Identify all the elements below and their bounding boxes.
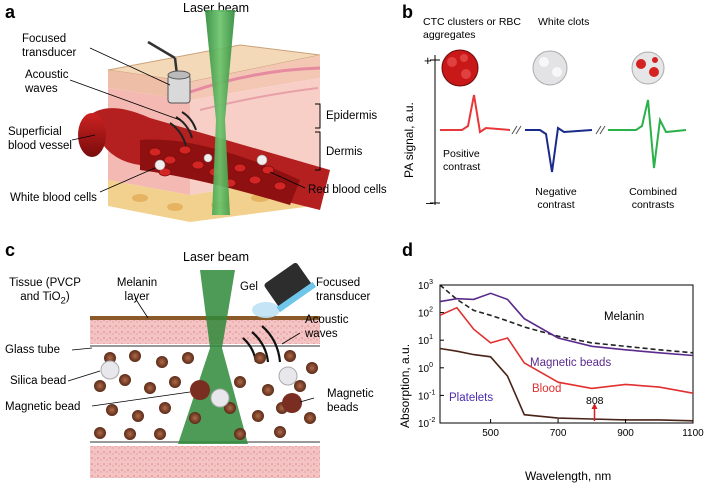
panel-c-tissue-label: Tissue (PVCP and TiO2) [9, 277, 81, 307]
positive-trace [440, 94, 511, 134]
panel-d-ylabel: Absorption, a.u. [398, 343, 412, 428]
panel-a-letter: a [5, 2, 16, 22]
panel-a-acoustic-label: Acoustic waves [25, 69, 69, 95]
magnetic-bead-group [94, 350, 318, 440]
panel-a-transducer-label: Focused transducer [22, 33, 77, 59]
x-tick-label: 700 [550, 428, 567, 439]
panel-b-ctc-label: CTC clusters or RBC aggregates [423, 16, 522, 41]
panel-d-blood-label: Blood [532, 383, 562, 395]
panel-b-minus: – [426, 195, 434, 210]
y-tick-label: 103 [418, 279, 433, 292]
panel-c-laser-label: Laser beam [183, 250, 250, 264]
pa-signal-plot [430, 49, 687, 205]
panel-b-clots-label: White clots [538, 16, 590, 28]
panel-b-plus: + [424, 53, 432, 68]
panel-c-acoustic-label: Acoustic waves [305, 314, 349, 340]
panel-b-negative-label: Negative contrast [535, 186, 577, 211]
panel-d-letter: d [402, 240, 413, 260]
y-tick-label: 102 [418, 307, 433, 320]
ctc-cluster-image [441, 49, 479, 87]
panel-b-combined-label: Combined contrasts [629, 186, 677, 211]
x-tick-label: 500 [482, 428, 499, 439]
series-blood [439, 306, 694, 394]
panel-d-xlabel: Wavelength, nm [525, 469, 612, 483]
phantom-illustration [67, 262, 320, 478]
panel-a-dermis-label: Dermis [326, 146, 363, 158]
panel-d-magnetic-label: Magnetic beads [530, 357, 612, 369]
y-tick-label: 100 [418, 362, 433, 375]
panel-a-rbc-label: Red blood cells [308, 184, 387, 196]
panel-d-melanin-label: Melanin [604, 311, 645, 323]
plot-frame [439, 284, 694, 424]
panel-c-magnetic-beads-label: Magnetic beads [327, 388, 374, 414]
panel-d-platelets-label: Platelets [449, 392, 494, 404]
panel-c-magnetic-bead-label: Magnetic bead [5, 401, 81, 413]
panel-c-silica-label: Silica bead [10, 375, 67, 387]
silica-bead-group [100, 360, 298, 408]
panel-c-gel-label: Gel [240, 281, 258, 293]
panel-c-letter: c [5, 240, 16, 260]
y-tick-label: 10-2 [418, 417, 435, 430]
panel-c-glass-label: Glass tube [5, 344, 60, 356]
panel-a-vessel-label: Superficial blood vessel [8, 126, 72, 152]
panel-a-wbc-label: White blood cells [10, 192, 97, 204]
panel-b-ylabel: PA signal, a.u. [402, 102, 416, 178]
negative-trace [525, 126, 593, 173]
series-melanin [439, 284, 694, 354]
panel-d-marker-label: 808 [586, 395, 604, 407]
panel-a-epidermis-label: Epidermis [326, 110, 378, 122]
skin-illustration [69, 10, 330, 222]
series-platelets [439, 347, 694, 422]
panel-b-letter: b [402, 2, 413, 22]
combined-clot-image [631, 51, 665, 85]
large-magnetic-bead [190, 380, 210, 400]
series-magnetic-beads [439, 292, 694, 357]
panel-b-positive-label: Positive contrast [443, 148, 481, 173]
marker-808-head [591, 403, 598, 409]
melanin-layer [90, 316, 320, 320]
white-clot-image [532, 50, 568, 86]
absorption-chart: 103 102 101 100 10-1 10-2 500 700 900 1100 [418, 279, 704, 439]
panel-c-melanin-label: Melanin layer [116, 277, 158, 303]
x-tick-label: 900 [617, 428, 634, 439]
y-tick-label: 101 [418, 334, 433, 347]
x-tick-label: 1100 [682, 428, 704, 439]
combined-trace [608, 99, 687, 169]
panel-c-transducer-label: Focused transducer [316, 277, 371, 303]
y-tick-label: 10-1 [418, 389, 435, 402]
